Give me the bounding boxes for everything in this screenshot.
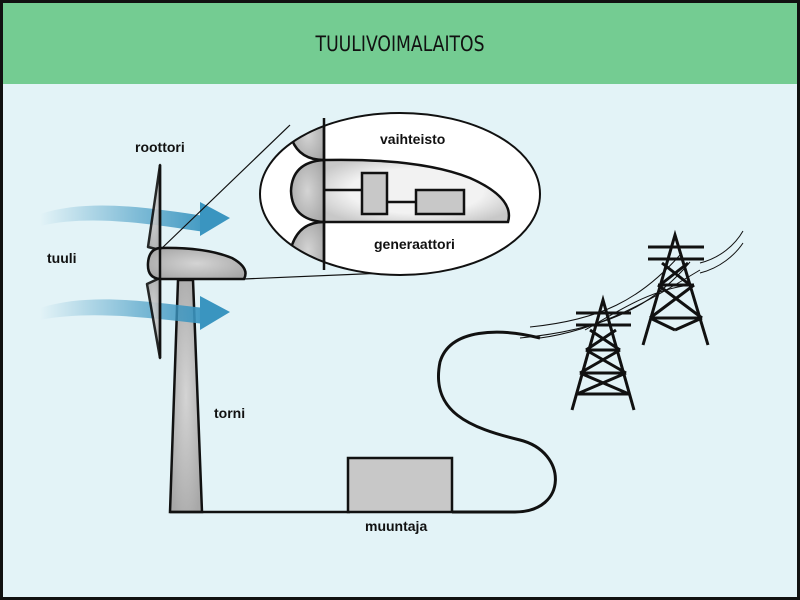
rotor-blade-upper bbox=[146, 163, 162, 252]
generator-box bbox=[414, 188, 466, 216]
wind-arrow-lower bbox=[40, 296, 230, 330]
gearbox-box bbox=[360, 171, 389, 216]
pylon-near bbox=[570, 294, 636, 411]
power-cable bbox=[437, 330, 557, 514]
label-gearbox: vaihteisto bbox=[380, 131, 445, 147]
pylon-far bbox=[641, 229, 710, 346]
diagram-title: TUULIVOIMALAITOS bbox=[315, 31, 485, 56]
label-tower: torni bbox=[214, 405, 245, 421]
wind-arrow-upper bbox=[40, 202, 230, 236]
label-rotor: roottori bbox=[135, 139, 185, 155]
transformer-box bbox=[346, 456, 454, 514]
power-lines bbox=[519, 230, 744, 339]
label-transformer: muuntaja bbox=[365, 518, 427, 534]
nacelle bbox=[146, 246, 247, 281]
zoom-line-top bbox=[159, 124, 291, 251]
label-wind: tuuli bbox=[47, 250, 77, 266]
header-bar: TUULIVOIMALAITOS bbox=[3, 3, 797, 84]
zoom-line-bottom bbox=[243, 272, 386, 280]
label-generator: generaattori bbox=[374, 236, 455, 252]
